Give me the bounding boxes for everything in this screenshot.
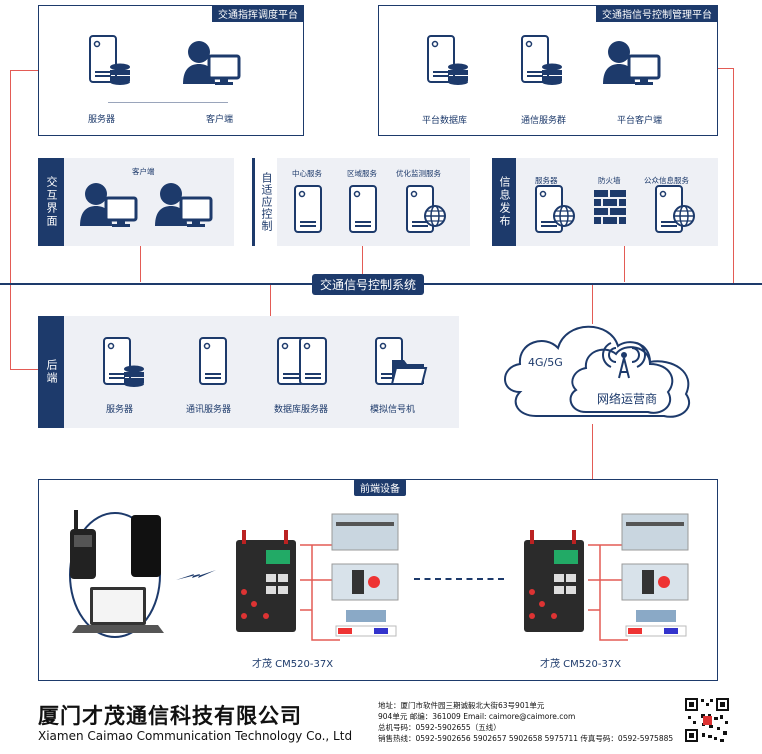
cloud-icon bbox=[504, 325, 691, 418]
dispatch-divider bbox=[108, 102, 228, 103]
comm-server-label: 通信服务群 bbox=[521, 116, 567, 126]
qr-code-icon bbox=[684, 697, 730, 743]
backend-db-server-icon bbox=[277, 337, 327, 385]
backend-db-label: 数据库服务器 bbox=[274, 405, 329, 415]
backend-server-db-icon bbox=[103, 337, 144, 387]
company-name-cn: 厦门才茂通信科技有限公司 bbox=[38, 704, 302, 728]
user-computer-icon bbox=[181, 39, 241, 87]
cloud-operator-label: 网络运营商 bbox=[597, 392, 658, 406]
comm-server-icon bbox=[521, 35, 562, 85]
dispatch-platform-title: 交通指挥调度平台 bbox=[212, 5, 304, 22]
dispatch-platform-box: 交通指挥调度平台 bbox=[38, 5, 304, 136]
connector-front bbox=[592, 424, 593, 479]
region-server-icon bbox=[349, 185, 377, 233]
center-service-label: 中心服务 bbox=[292, 169, 322, 178]
connector-left-top bbox=[10, 70, 11, 370]
backend-comm-label: 通讯服务器 bbox=[186, 405, 232, 415]
front-devices-title: 前端设备 bbox=[354, 479, 406, 496]
interaction-header: 客户端 bbox=[132, 167, 155, 176]
platform-db-label: 平台数据库 bbox=[422, 116, 468, 126]
publish-sidebar: 信息发布 bbox=[492, 158, 516, 246]
platform-client-label: 平台客户端 bbox=[617, 116, 663, 126]
contact-line: 地址：厦门市软件园三期诚毅北大街63号901单元 bbox=[378, 701, 545, 710]
device-ellipsis bbox=[414, 578, 504, 580]
firewall-icon bbox=[594, 190, 626, 224]
traffic-devices-2 bbox=[621, 513, 689, 637]
signal-platform-title: 交通指信号控制管理平台 bbox=[596, 5, 718, 22]
connector-left-top-h bbox=[10, 70, 38, 71]
connector-cloud bbox=[592, 284, 593, 324]
router-2-links bbox=[588, 544, 628, 641]
connector-backend bbox=[270, 284, 271, 316]
router-2-label: 才茂 CM520-37X bbox=[540, 659, 622, 670]
router-1-links bbox=[300, 544, 340, 641]
firewall-label: 防火墙 bbox=[598, 176, 621, 185]
cloud-4g5g-label: 4G/5G bbox=[528, 356, 563, 369]
backend-sidebar: 后端 bbox=[38, 316, 64, 428]
contact-line: 销售热线：0592-5902656 5902657 5902658 597571… bbox=[378, 734, 674, 743]
platform-db-icon bbox=[427, 35, 468, 85]
backend-server-label: 服务器 bbox=[106, 405, 134, 415]
adaptive-sidebar: 自适应控制 bbox=[252, 158, 277, 246]
connector-interaction bbox=[140, 246, 141, 282]
router-1-icon bbox=[236, 530, 296, 632]
router-1-label: 才茂 CM520-37X bbox=[252, 659, 334, 670]
client-icon-2 bbox=[153, 181, 213, 229]
monitor-service-label: 优化监测服务 bbox=[396, 169, 441, 178]
traffic-devices-1 bbox=[331, 513, 399, 637]
company-name-en: Xiamen Caimao Communication Technology C… bbox=[38, 729, 353, 743]
interaction-sidebar: 交互界面 bbox=[38, 158, 64, 246]
public-server-icon bbox=[655, 185, 695, 233]
server-label: 服务器 bbox=[88, 115, 116, 125]
public-service-label: 公众信息服务 bbox=[644, 176, 689, 185]
connector-right-top bbox=[733, 68, 734, 283]
contact-line: 总机号码：0592-5902655（五线） bbox=[378, 723, 501, 732]
client-icon-1 bbox=[78, 181, 138, 229]
server-db-icon bbox=[89, 35, 130, 85]
terminal-group-icon bbox=[69, 510, 164, 638]
connector-left-bottom-h bbox=[10, 369, 38, 370]
connector-adaptive bbox=[362, 246, 363, 282]
client-label: 客户端 bbox=[206, 115, 234, 125]
platform-client-icon bbox=[601, 39, 661, 87]
backend-comm-server-icon bbox=[199, 337, 227, 385]
contact-line: 904单元 邮编：361009 Email: caimore@caimore.c… bbox=[378, 712, 576, 721]
monitor-server-icon bbox=[406, 185, 446, 233]
connector-publish bbox=[624, 246, 625, 282]
wireless-bolt-icon bbox=[176, 570, 216, 580]
publish-server-label: 服务器 bbox=[535, 176, 558, 185]
system-bar-title: 交通信号控制系统 bbox=[312, 274, 425, 295]
analog-signal-icon bbox=[375, 337, 428, 385]
center-server-icon bbox=[294, 185, 322, 233]
region-service-label: 区域服务 bbox=[347, 169, 377, 178]
connector-right-top-h bbox=[716, 68, 734, 69]
analog-signal-label: 模拟信号机 bbox=[370, 405, 416, 415]
router-2-icon bbox=[524, 530, 584, 632]
publish-server-icon bbox=[535, 185, 575, 233]
contact-info: 地址：厦门市软件园三期诚毅北大街63号901单元 904单元 邮编：361009… bbox=[378, 700, 673, 744]
